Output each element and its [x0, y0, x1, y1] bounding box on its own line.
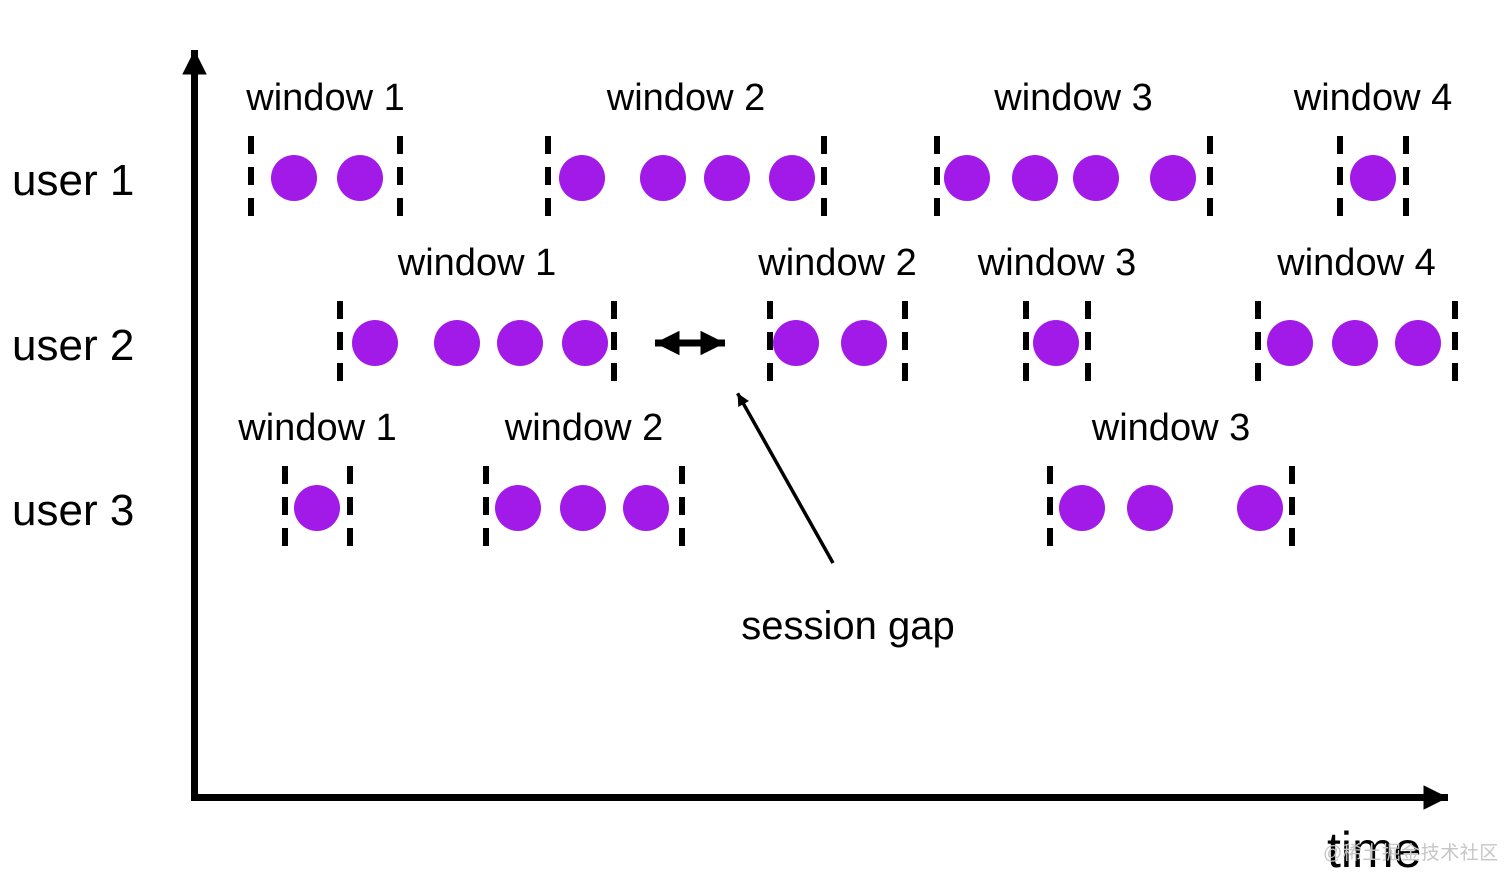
event-dot	[1033, 320, 1079, 366]
user-label: user 1	[12, 156, 135, 205]
event-dot	[352, 320, 398, 366]
event-dot	[1237, 485, 1283, 531]
window-start-boundary	[934, 136, 940, 222]
window-group: window 2	[758, 243, 917, 387]
window-label: window 1	[246, 77, 405, 119]
window-start-boundary	[1337, 136, 1343, 222]
event-dot	[944, 155, 990, 201]
window-end-boundary	[1452, 301, 1458, 387]
window-end-boundary	[611, 301, 617, 387]
window-start-boundary	[767, 301, 773, 387]
window-start-boundary	[545, 136, 551, 222]
event-dot	[495, 485, 541, 531]
window-end-boundary	[347, 466, 353, 552]
window-start-boundary	[1023, 301, 1029, 387]
session-gap-pointer-arrow	[736, 392, 835, 564]
window-start-boundary	[282, 466, 288, 552]
window-label: window 1	[238, 407, 397, 449]
event-dot	[271, 155, 317, 201]
window-end-boundary	[1207, 136, 1213, 222]
event-dot	[559, 155, 605, 201]
window-label: window 1	[397, 242, 557, 284]
event-dot	[1073, 155, 1119, 201]
window-label: window 3	[1091, 407, 1251, 449]
event-dot	[841, 320, 887, 366]
window-group: window 4	[1255, 243, 1458, 387]
window-group: window 3	[934, 78, 1213, 222]
window-group: window 3	[1047, 408, 1295, 552]
event-dot	[1127, 485, 1173, 531]
window-start-boundary	[1255, 301, 1261, 387]
window-label: window 2	[606, 77, 766, 119]
event-dot	[773, 320, 819, 366]
window-group: window 1	[246, 78, 405, 222]
window-end-boundary	[397, 136, 403, 222]
event-dot	[560, 485, 606, 531]
window-label: window 2	[758, 242, 917, 284]
window-end-boundary	[821, 136, 827, 222]
user-label: user 2	[12, 321, 135, 370]
event-dot	[769, 155, 815, 201]
watermark: @稀土掘金技术社区	[1323, 843, 1499, 864]
window-group: window 1	[337, 243, 617, 387]
event-dot	[1150, 155, 1196, 201]
window-label: window 3	[977, 242, 1137, 284]
window-group: window 2	[483, 408, 685, 552]
event-dot	[497, 320, 543, 366]
event-dot	[1012, 155, 1058, 201]
event-dot	[640, 155, 686, 201]
user-label: user 3	[12, 486, 135, 535]
window-end-boundary	[679, 466, 685, 552]
event-dot	[562, 320, 608, 366]
window-end-boundary	[1403, 136, 1409, 222]
window-start-boundary	[483, 466, 489, 552]
window-start-boundary	[1047, 466, 1053, 552]
event-dot	[1332, 320, 1378, 366]
window-start-boundary	[337, 301, 343, 387]
event-dot	[704, 155, 750, 201]
window-end-boundary	[902, 301, 908, 387]
event-dot	[434, 320, 480, 366]
window-group: window 4	[1294, 78, 1452, 222]
window-start-boundary	[248, 136, 254, 222]
window-group: window 3	[978, 243, 1136, 387]
event-dot	[1395, 320, 1441, 366]
session-gap-label: session gap	[741, 604, 955, 648]
event-dot	[1350, 155, 1396, 201]
window-label: window 2	[504, 407, 664, 449]
event-dot	[294, 485, 340, 531]
window-group: window 1	[238, 408, 397, 552]
event-dot	[337, 155, 383, 201]
window-end-boundary	[1289, 466, 1295, 552]
event-dot	[1059, 485, 1105, 531]
window-label: window 3	[994, 77, 1153, 119]
x-axis-label: time	[1327, 822, 1422, 878]
window-group: window 2	[545, 78, 827, 222]
window-label: window 4	[1293, 77, 1453, 119]
event-dot	[1267, 320, 1313, 366]
event-dot	[623, 485, 669, 531]
window-end-boundary	[1085, 301, 1091, 387]
window-label: window 4	[1277, 242, 1436, 284]
